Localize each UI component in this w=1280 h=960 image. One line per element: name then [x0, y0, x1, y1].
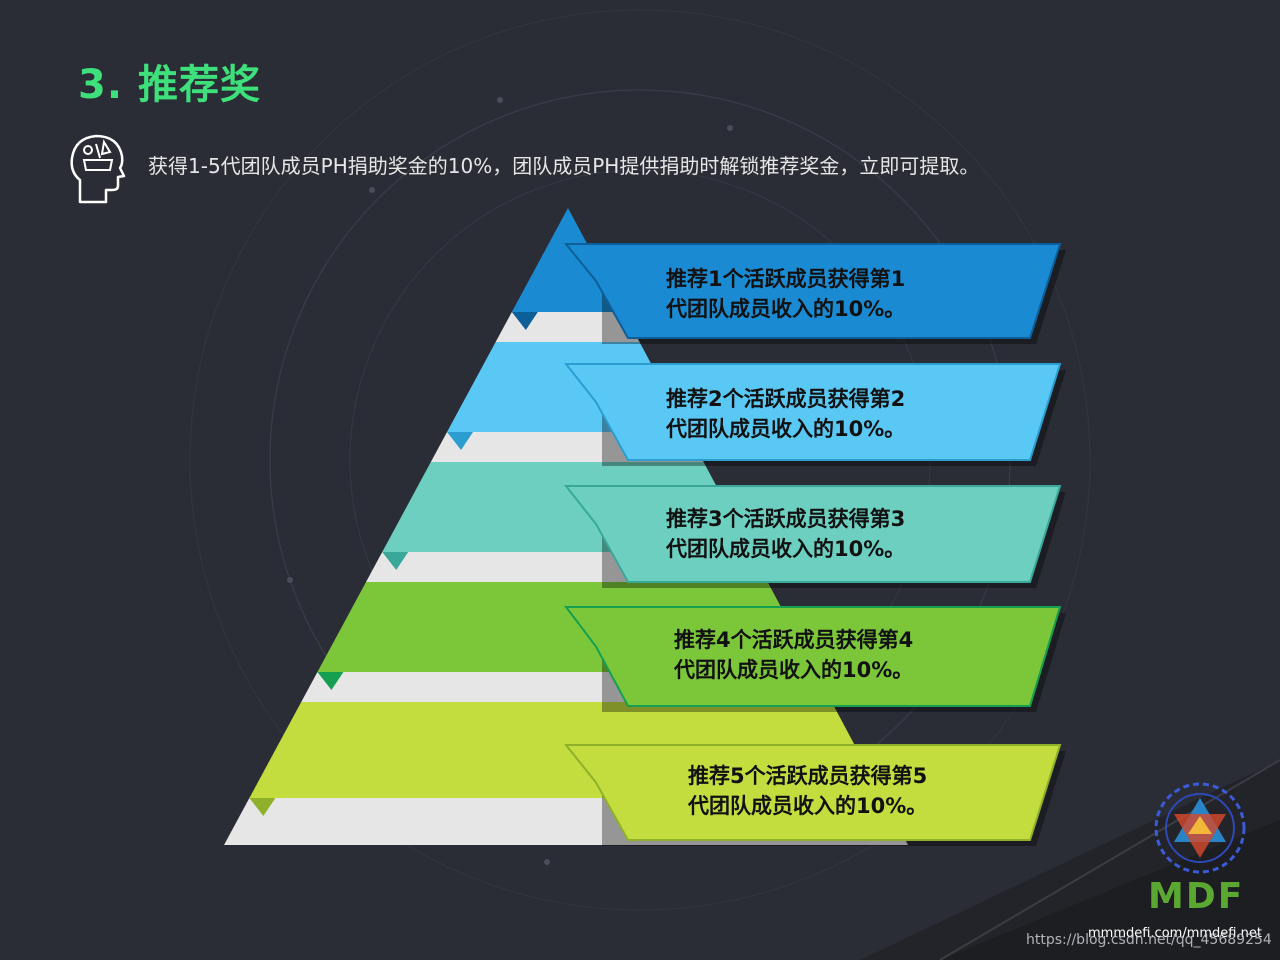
level-banner-5 — [563, 744, 1062, 841]
pyramid-tier-fold — [317, 672, 344, 690]
level-banner-3 — [563, 485, 1062, 583]
pyramid-tier-fold — [382, 552, 409, 570]
level-banner-4 — [563, 606, 1062, 707]
head-idea-icon — [70, 134, 126, 204]
mdf-logo-icon — [1154, 782, 1246, 874]
pyramid-tier-1 — [511, 208, 624, 312]
level-banner-2 — [563, 363, 1062, 461]
pyramid-tier-fold — [447, 432, 474, 450]
logo-text: MDF — [1148, 876, 1245, 917]
pyramid-tier-fold — [511, 312, 538, 330]
pyramid-tier-fold — [249, 798, 276, 816]
description-text: 获得1-5代团队成员PH捐助奖金的10%，团队成员PH提供捐助时解锁推荐奖金，立… — [148, 154, 980, 178]
logo-site-text: mmmdefi.com/mmdefi.net — [1088, 926, 1262, 941]
page-title: 3. 推荐奖 — [78, 62, 261, 108]
watermark-text: https://blog.csdn.net/qq_45689254 — [1026, 932, 1272, 948]
level-banner-1 — [563, 243, 1062, 339]
